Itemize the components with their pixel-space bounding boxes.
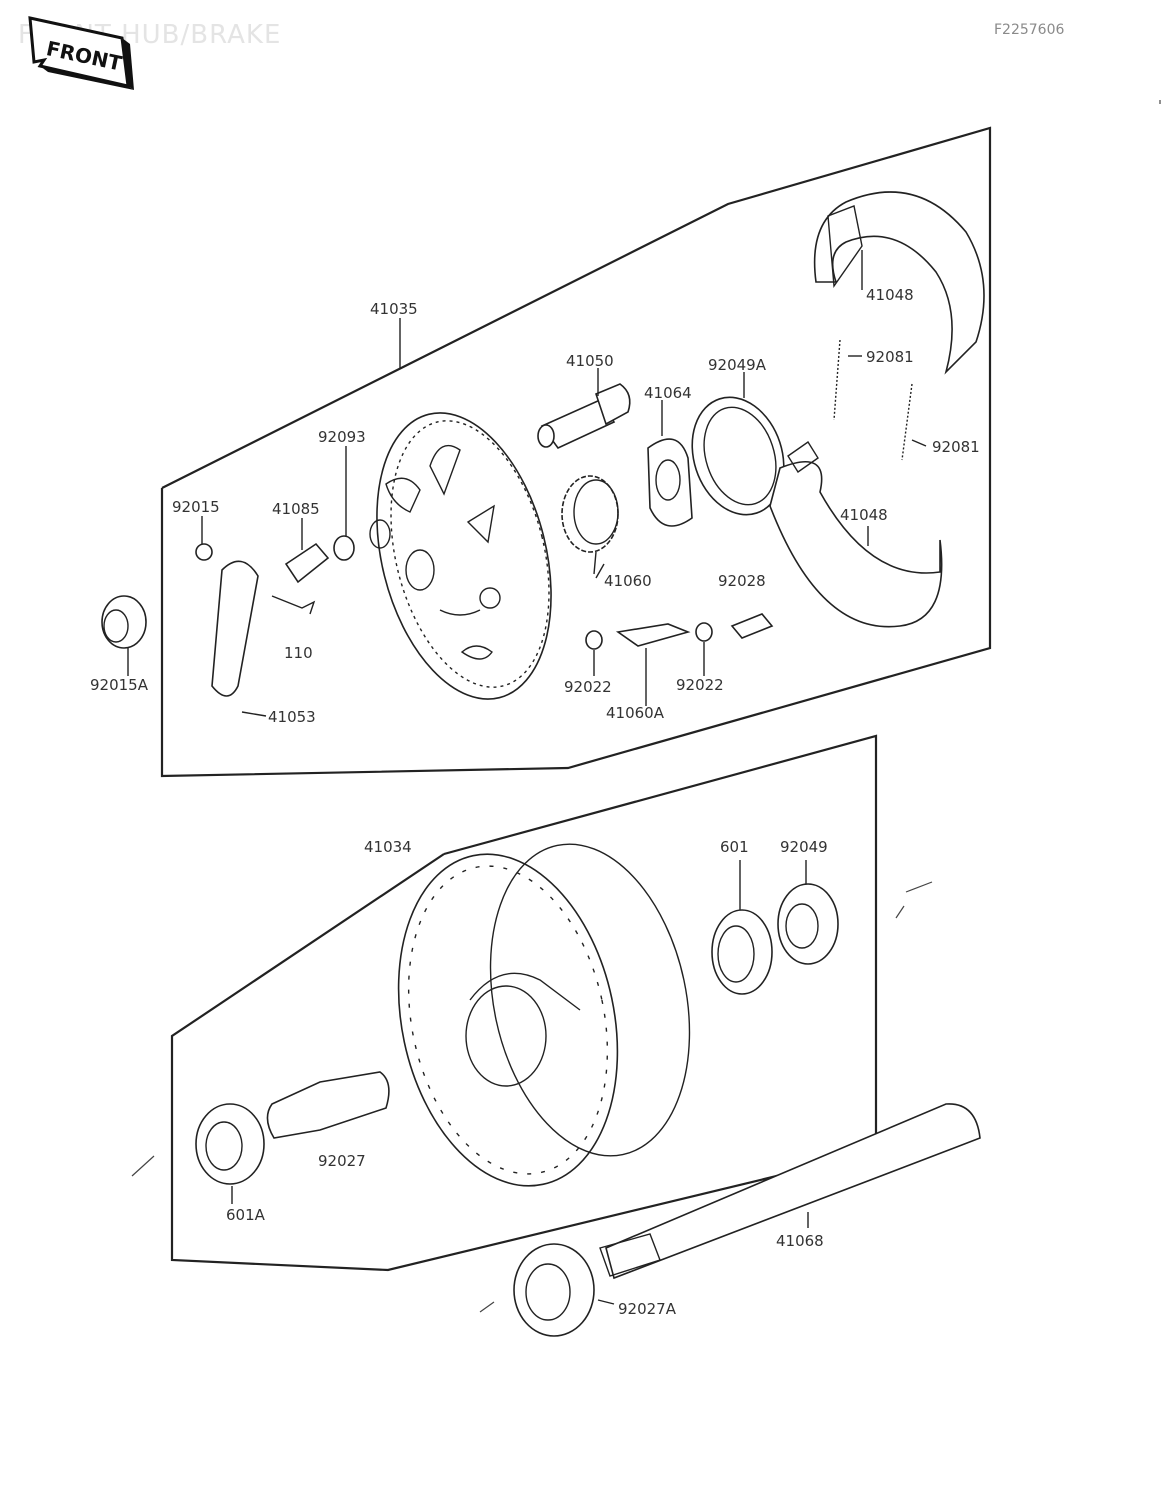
pinion-drawing	[615, 623, 691, 647]
brake-panel-drawing	[369, 412, 552, 700]
axle-collar-drawing	[513, 1243, 595, 1337]
part-labels: 41035 41050 41064 92049A 41048 92081 920…	[90, 286, 980, 1318]
label-92022-left: 92022	[564, 678, 612, 696]
label-41064: 41064	[644, 384, 692, 402]
label-92081-right: 92081	[932, 438, 980, 456]
bearing-right-drawing	[711, 909, 773, 995]
label-601a: 601A	[226, 1206, 266, 1224]
label-41053: 41053	[268, 708, 316, 726]
label-92027: 92027	[318, 1152, 366, 1170]
leader-lines	[127, 250, 927, 1305]
spring-upper-drawing	[833, 339, 841, 421]
label-41060a: 41060A	[606, 704, 665, 722]
label-92022-right: 92022	[676, 676, 724, 694]
gear-drawing	[561, 475, 619, 575]
label-41048-lower: 41048	[840, 506, 888, 524]
sleeve-drawing	[730, 613, 774, 639]
label-601: 601	[720, 838, 749, 856]
camshaft-drawing	[537, 383, 631, 450]
label-92093: 92093	[318, 428, 366, 446]
hub-drawing	[397, 843, 691, 1187]
seal-plate-drawing	[647, 438, 693, 527]
label-41060: 41060	[604, 572, 652, 590]
label-92028: 92028	[718, 572, 766, 590]
bolt-drawing	[271, 595, 316, 615]
spring-right-drawing	[901, 383, 913, 461]
label-110: 110	[284, 644, 313, 662]
hub-group-outline	[170, 734, 878, 1272]
seal-right-drawing	[777, 883, 839, 965]
label-41048-upper: 41048	[866, 286, 914, 304]
label-41050: 41050	[566, 352, 614, 370]
label-41035: 41035	[370, 300, 418, 318]
front-badge: FRONT	[28, 16, 134, 90]
diagram-code: F2257606	[994, 22, 1065, 38]
brake-group-outline	[160, 126, 992, 778]
label-92049a: 92049A	[708, 356, 767, 374]
brake-lever-drawing	[211, 560, 259, 697]
upper-shoe-drawing	[813, 191, 985, 375]
spacer-drawing	[333, 535, 355, 561]
dust-seal-drawing	[691, 396, 785, 516]
label-92015: 92015	[172, 498, 220, 516]
label-92015a: 92015A	[90, 676, 149, 694]
label-41068: 41068	[776, 1232, 824, 1250]
label-92027a: 92027A	[618, 1300, 677, 1318]
lever-plate-drawing	[284, 542, 330, 584]
nut-drawing	[195, 543, 213, 561]
axle-drawing	[599, 1103, 981, 1280]
hub-spacer-drawing	[266, 1071, 390, 1139]
lower-shoe-drawing	[769, 441, 943, 628]
direction-marks	[131, 100, 1161, 1313]
washer-left-drawing	[585, 630, 603, 650]
label-92081-upper: 92081	[866, 348, 914, 366]
washer-right-drawing	[695, 622, 713, 642]
bearing-left-drawing	[195, 1103, 265, 1185]
label-41034: 41034	[364, 838, 412, 856]
collar-drawing	[101, 595, 147, 649]
label-41085: 41085	[272, 500, 320, 518]
label-92049: 92049	[780, 838, 828, 856]
